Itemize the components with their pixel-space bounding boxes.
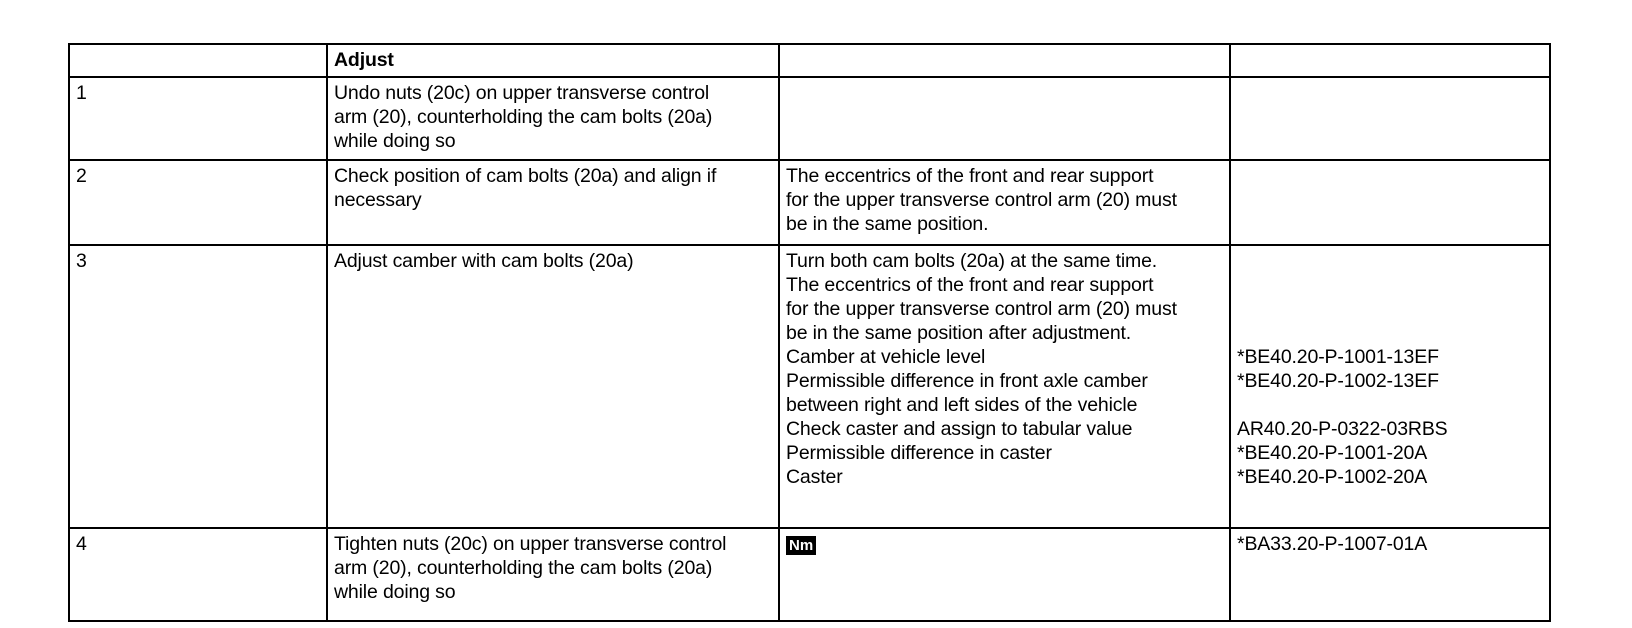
reference-link[interactable]: AR40.20-P-0322-03RBS [1237, 418, 1448, 440]
note-line: Permissible difference in front axle cam… [786, 370, 1148, 392]
step-action: Check position of cam bolts (20a) and al… [326, 159, 780, 246]
step-number: 3 [68, 244, 328, 529]
reference-link[interactable]: *BE40.20-P-1001-13EF [1237, 346, 1439, 368]
note-line: between right and left sides of the vehi… [786, 394, 1138, 416]
reference-spacer [1237, 273, 1543, 297]
note-line: Caster [786, 466, 843, 488]
reference-spacer [1237, 321, 1543, 345]
note-line: Turn both cam bolts (20a) at the same ti… [786, 250, 1158, 272]
step-note: Turn both cam bolts (20a) at the same ti… [778, 244, 1231, 529]
table-header-row: Adjust [68, 43, 1551, 78]
action-line: arm (20), counterholding the cam bolts (… [334, 557, 713, 579]
action-line: while doing so [334, 130, 456, 152]
action-line: Adjust camber with cam bolts (20a) [334, 250, 634, 272]
step-number: 2 [68, 159, 328, 246]
adjustment-procedure-table: Adjust 1 Undo nuts (20c) on upper transv… [68, 43, 1551, 622]
note-line: The eccentrics of the front and rear sup… [786, 274, 1154, 296]
step-action: Adjust camber with cam bolts (20a) [326, 244, 780, 529]
step-note: Nm [778, 527, 1231, 622]
action-line: Undo nuts (20c) on upper transverse cont… [334, 82, 710, 104]
header-cell-step [68, 43, 328, 78]
header-cell-note [778, 43, 1231, 78]
table-row: 2 Check position of cam bolts (20a) and … [68, 159, 1551, 246]
note-line: Camber at vehicle level [786, 346, 986, 368]
step-number: 4 [68, 527, 328, 622]
note-line: The eccentrics of the front and rear sup… [786, 165, 1154, 187]
action-line: Check position of cam bolts (20a) and al… [334, 165, 717, 187]
note-line: for the upper transverse control arm (20… [786, 189, 1177, 211]
note-line: for the upper transverse control arm (20… [786, 298, 1177, 320]
step-action: Undo nuts (20c) on upper transverse cont… [326, 76, 780, 161]
header-cell-adjust: Adjust [326, 43, 780, 78]
reference-spacer [1237, 393, 1543, 417]
action-line: arm (20), counterholding the cam bolts (… [334, 106, 713, 128]
reference-spacer [1237, 249, 1543, 273]
step-number: 1 [68, 76, 328, 161]
table-row: 3 Adjust camber with cam bolts (20a) Tur… [68, 244, 1551, 529]
step-reference [1229, 76, 1551, 161]
reference-link[interactable]: *BE40.20-P-1002-13EF [1237, 370, 1439, 392]
step-note: The eccentrics of the front and rear sup… [778, 159, 1231, 246]
reference-spacer [1237, 297, 1543, 321]
torque-spec-icon[interactable]: Nm [786, 536, 817, 555]
header-cell-reference [1229, 43, 1551, 78]
step-note [778, 76, 1231, 161]
reference-link[interactable]: *BE40.20-P-1001-20A [1237, 442, 1428, 464]
step-action: Tighten nuts (20c) on upper transverse c… [326, 527, 780, 622]
table-row: 1 Undo nuts (20c) on upper transverse co… [68, 76, 1551, 161]
step-reference [1229, 159, 1551, 246]
step-reference: *BE40.20-P-1001-13EF *BE40.20-P-1002-13E… [1229, 244, 1551, 529]
reference-link[interactable]: *BE40.20-P-1002-20A [1237, 466, 1428, 488]
reference-link[interactable]: *BA33.20-P-1007-01A [1237, 533, 1428, 555]
table-row: 4 Tighten nuts (20c) on upper transverse… [68, 527, 1551, 622]
note-line: Permissible difference in caster [786, 442, 1052, 464]
note-line: be in the same position. [786, 213, 989, 235]
action-line: necessary [334, 189, 422, 211]
action-line: Tighten nuts (20c) on upper transverse c… [334, 533, 727, 555]
note-line: be in the same position after adjustment… [786, 322, 1132, 344]
action-line: while doing so [334, 581, 456, 603]
note-line: Check caster and assign to tabular value [786, 418, 1133, 440]
step-reference: *BA33.20-P-1007-01A [1229, 527, 1551, 622]
